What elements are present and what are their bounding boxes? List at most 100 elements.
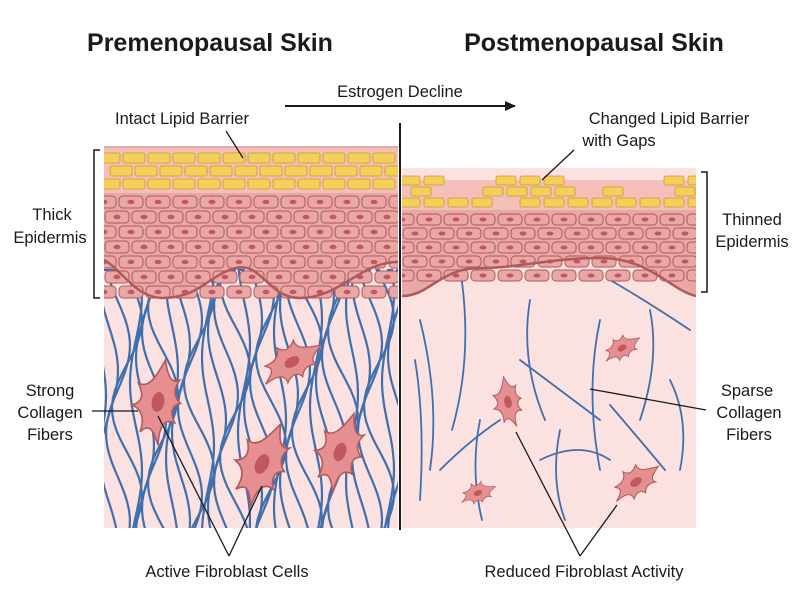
- cell-nucleus: [668, 245, 676, 250]
- fibroblast-cell: [264, 338, 324, 385]
- epidermis-cell: [686, 241, 696, 254]
- collagen-label-left: Collagen: [17, 404, 82, 422]
- cell-nucleus: [127, 259, 135, 265]
- cell-nucleus: [154, 259, 162, 265]
- collagen-fiber: [104, 365, 108, 426]
- postmenopausal-title: Postmenopausal Skin: [464, 29, 724, 57]
- cell-nucleus: [140, 244, 148, 250]
- cell-nucleus: [370, 229, 378, 235]
- cell-nucleus: [383, 244, 391, 250]
- cell-nucleus: [194, 214, 202, 220]
- premenopausal-skin-panel: [104, 146, 398, 528]
- lipid-brick: [423, 197, 445, 208]
- cell-nucleus: [506, 245, 514, 250]
- epidermis-label-right: Epidermis: [715, 233, 788, 251]
- sparse-collagen-leader: [589, 388, 707, 411]
- fibroblast-cell: [614, 463, 660, 502]
- cell-nucleus: [546, 231, 554, 236]
- cell-nucleus: [370, 259, 378, 265]
- fibroblast-nucleus: [617, 344, 627, 352]
- lipid-brick: [495, 175, 517, 186]
- lipid-brick: [172, 152, 196, 164]
- cell-nucleus: [343, 229, 351, 235]
- epidermis-cell: [388, 285, 398, 299]
- cell-nucleus: [167, 214, 175, 220]
- cell-nucleus: [402, 217, 406, 222]
- cell-nucleus: [316, 229, 324, 235]
- lipid-brick: [322, 152, 346, 164]
- fibers-label-right: Fibers: [726, 426, 772, 444]
- cell-nucleus: [208, 259, 216, 265]
- cell-nucleus: [194, 244, 202, 250]
- lipid-brick: [347, 152, 371, 164]
- reduced-fibroblast-leader-1: [515, 431, 581, 557]
- lipid-brick: [122, 178, 146, 190]
- lipid-brick: [272, 178, 296, 190]
- cell-nucleus: [154, 199, 162, 205]
- cell-nucleus: [641, 217, 649, 222]
- lipid-brick: [104, 178, 121, 190]
- cell-nucleus: [104, 289, 108, 295]
- lipid-brick: [543, 197, 565, 208]
- cell-nucleus: [181, 259, 189, 265]
- collagen-fiber: [414, 359, 423, 501]
- cell-nucleus: [438, 231, 446, 236]
- collagen-fiber: [200, 268, 216, 528]
- cell-nucleus: [208, 289, 216, 295]
- lipid-brick: [147, 152, 171, 164]
- cell-nucleus: [370, 199, 378, 205]
- lipid-brick: [122, 152, 146, 164]
- sparse-collagen-fibers: [414, 279, 691, 521]
- cell-nucleus: [356, 214, 364, 220]
- lipid-brick: [159, 165, 183, 177]
- collagen-fiber: [419, 319, 435, 471]
- cell-nucleus: [275, 214, 283, 220]
- lipid-brick: [334, 165, 358, 177]
- collagen-fiber: [326, 268, 360, 528]
- cell-nucleus: [316, 199, 324, 205]
- lipid-brick: [602, 186, 624, 197]
- cell-nucleus: [329, 214, 337, 220]
- cell-nucleus: [167, 274, 175, 280]
- collagen-fiber: [609, 279, 691, 331]
- lipid-brick: [506, 186, 528, 197]
- cell-nucleus: [695, 218, 696, 221]
- fibroblast-cell: [129, 357, 183, 446]
- cell-nucleus: [262, 229, 270, 235]
- lipid-brick: [309, 165, 333, 177]
- epidermis-cell: [402, 241, 415, 254]
- lipid-brick: [423, 175, 445, 186]
- lipid-brick: [402, 197, 421, 208]
- cell-nucleus: [221, 244, 229, 250]
- cell-nucleus: [600, 259, 608, 264]
- lipid-brick: [482, 186, 504, 197]
- cell-nucleus: [681, 259, 689, 264]
- collagen-fiber: [284, 268, 312, 528]
- epidermis-cell: [104, 285, 117, 299]
- lipid-brick: [247, 178, 271, 190]
- cell-nucleus: [127, 199, 135, 205]
- lipid-brick: [372, 152, 396, 164]
- lipid-brick: [234, 165, 258, 177]
- cell-nucleus: [208, 229, 216, 235]
- collagen-fiber: [272, 268, 288, 528]
- cell-nucleus: [614, 273, 622, 278]
- cell-nucleus: [113, 244, 121, 250]
- epidermis-cell: [104, 225, 117, 239]
- cell-nucleus: [438, 259, 446, 264]
- collagen-fiber: [591, 319, 601, 471]
- cell-nucleus: [262, 259, 270, 265]
- cell-nucleus: [383, 274, 391, 280]
- lipid-brick: [674, 186, 696, 197]
- intact-lipid-barrier: [104, 148, 398, 193]
- lipid-brick: [297, 152, 321, 164]
- cell-nucleus: [154, 289, 162, 295]
- fibroblast-nucleus: [254, 454, 270, 474]
- lipid-brick: [359, 165, 383, 177]
- collagen-fiber: [206, 268, 228, 528]
- cell-nucleus: [262, 289, 270, 295]
- cell-nucleus: [479, 273, 487, 278]
- lipid-brick: [663, 175, 685, 186]
- thinned-epidermis-bracket: [701, 171, 708, 293]
- collagen-fiber: [669, 379, 685, 471]
